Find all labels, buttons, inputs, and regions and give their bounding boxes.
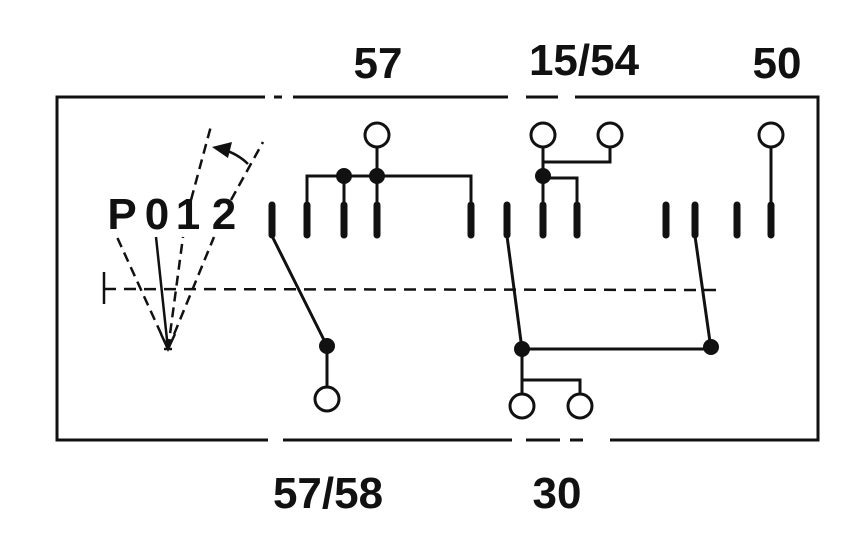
actuator-line	[102, 272, 723, 304]
position-label-p: P	[107, 190, 136, 239]
fixed-contacts	[268, 201, 775, 239]
junction-dot	[336, 168, 352, 184]
terminal-label-57: 57	[354, 39, 403, 88]
junction-dot	[319, 338, 335, 354]
terminal-57-circle	[363, 121, 391, 149]
wiring-57	[305, 147, 473, 205]
wiring-15-54	[535, 147, 612, 205]
contact-arm-30	[505, 235, 719, 394]
terminal-label-15-54: 15/54	[529, 36, 640, 85]
housing-frame	[55, 95, 820, 442]
junction-dot	[514, 341, 530, 357]
position-label-1: 1	[176, 190, 200, 239]
terminal-30-circle-left	[508, 392, 536, 420]
terminal-15-circle	[529, 121, 557, 149]
terminal-54-circle	[596, 121, 624, 149]
junction-dot	[369, 168, 385, 184]
terminal-label-50: 50	[753, 39, 802, 88]
terminal-50-circle	[757, 121, 785, 149]
junction-dot	[703, 339, 719, 355]
terminal-label-57-58: 57/58	[273, 469, 383, 518]
terminal-30-circle-right	[566, 392, 594, 420]
junction-dot	[535, 168, 551, 184]
terminal-57-58-circle	[313, 385, 341, 413]
position-label-0: 0	[145, 190, 169, 239]
terminal-label-30: 30	[533, 469, 582, 518]
rotation-arrow	[212, 142, 249, 165]
rotary-selector	[115, 125, 265, 352]
contact-arm-57-58	[270, 235, 335, 387]
